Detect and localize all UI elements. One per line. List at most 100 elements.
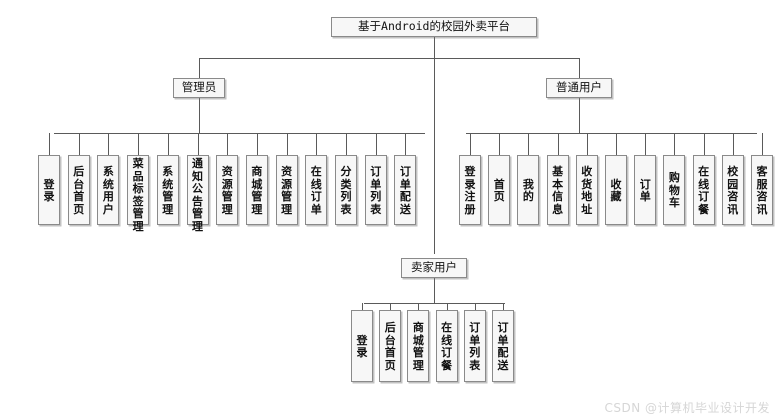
connector-riser (138, 133, 140, 155)
leaf-node-char: 单 (639, 190, 651, 203)
leaf-node-char: 理 (251, 202, 263, 216)
leaf-node-seller-5[interactable]: 订单配送 (492, 310, 514, 382)
leaf-node-char: 后 (73, 165, 85, 178)
role-node-user[interactable]: 普通用户 (546, 78, 612, 98)
leaf-node-char: 服 (756, 177, 768, 191)
leaf-node-admin-11[interactable]: 订单列表 (364, 155, 387, 225)
leaf-node-char: 单 (497, 333, 509, 347)
connector-riser (405, 133, 407, 155)
leaf-node-user-8[interactable]: 在线订餐 (692, 155, 715, 225)
leaf-node-char: 订 (310, 190, 322, 203)
leaf-node-user-7[interactable]: 购物车 (663, 155, 686, 225)
leaf-node-admin-2[interactable]: 系统用户 (97, 155, 120, 225)
leaf-node-admin-1[interactable]: 后台首页 (67, 155, 90, 225)
leaf-node-char: 在 (698, 165, 710, 178)
leaf-node-char: 商 (412, 321, 424, 334)
leaf-node-admin-12[interactable]: 订单配送 (394, 155, 417, 225)
leaf-node-admin-10[interactable]: 分类列表 (335, 155, 357, 225)
leaf-node-char: 签 (132, 194, 144, 208)
leaf-node-admin-7[interactable]: 商城管理 (245, 155, 268, 225)
leaf-node-char: 台 (73, 177, 85, 191)
leaf-node-char: 列 (370, 190, 382, 203)
leaf-node-char: 分 (340, 165, 352, 178)
leaf-node-char: 首 (493, 177, 505, 191)
leaf-node-user-9[interactable]: 校园咨讯 (721, 155, 744, 225)
leaf-node-admin-9[interactable]: 在线订单 (305, 155, 328, 225)
watermark: CSDN @计算机毕业设计开发 (604, 401, 770, 415)
leaf-node-user-3[interactable]: 基本信息 (546, 155, 569, 225)
leaf-node-char: 送 (399, 202, 411, 216)
leaf-node-user-6[interactable]: 订单 (634, 155, 657, 225)
connector-riser (586, 133, 588, 155)
connector-riser (503, 303, 504, 310)
leaf-node-admin-4[interactable]: 系统管理 (156, 155, 179, 225)
leaf-node-user-4[interactable]: 收货地址 (575, 155, 598, 225)
leaf-node-char: 在 (441, 321, 453, 334)
leaf-node-char: 源 (221, 177, 233, 191)
connector-riser (227, 133, 229, 155)
leaf-node-user-10[interactable]: 客服咨讯 (751, 155, 773, 225)
leaf-node-char: 收 (581, 165, 593, 178)
leaf-node-char: 告 (192, 194, 203, 208)
leaf-node-admin-6[interactable]: 资源管理 (216, 155, 239, 225)
leaf-node-char: 咨 (756, 190, 768, 203)
leaf-node-char: 城 (412, 333, 424, 347)
leaf-node-admin-3[interactable]: 菜品标签管理 (127, 155, 150, 232)
root-node[interactable]: 基于Android的校园外卖平台 (331, 17, 537, 37)
leaf-node-admin-0[interactable]: 登录 (38, 155, 60, 225)
leaf-node-char: 本 (552, 177, 564, 191)
connector-riser (197, 133, 199, 155)
leaf-node-char: 配 (399, 190, 411, 203)
connector-seller-bus (364, 303, 505, 304)
connector-riser (418, 303, 420, 310)
leaf-node-char: 统 (102, 177, 114, 191)
leaf-node-char: 录 (356, 346, 368, 359)
leaf-node-char: 客 (756, 165, 768, 178)
leaf-node-char: 址 (581, 202, 593, 216)
connector-admin-bus (54, 133, 425, 134)
leaf-node-seller-2[interactable]: 商城管理 (407, 310, 430, 382)
leaf-node-char: 订 (639, 177, 651, 191)
leaf-node-char: 列 (469, 346, 481, 359)
leaf-node-char: 理 (412, 358, 424, 372)
leaf-node-user-2[interactable]: 我的 (517, 155, 540, 225)
leaf-node-char: 台 (384, 333, 396, 347)
leaf-node-user-1[interactable]: 首页 (488, 155, 511, 225)
leaf-node-seller-3[interactable]: 在线订餐 (435, 310, 458, 382)
connector-riser (446, 303, 448, 310)
leaf-node-char: 货 (581, 177, 593, 191)
leaf-node-char: 录 (43, 190, 55, 203)
leaf-node-char: 系 (162, 165, 174, 178)
leaf-node-seller-4[interactable]: 订单列表 (463, 310, 486, 382)
leaf-node-admin-5[interactable]: 通知公告管理 (186, 155, 209, 232)
leaf-node-char: 餐 (698, 202, 710, 216)
leaf-node-char: 用 (102, 190, 114, 203)
role-node-admin[interactable]: 管理员 (173, 78, 225, 98)
leaf-node-char: 公 (192, 182, 203, 195)
leaf-node-seller-0[interactable]: 登录 (351, 310, 373, 382)
leaf-node-char: 送 (497, 358, 509, 372)
leaf-node-user-5[interactable]: 收藏 (605, 155, 627, 225)
leaf-node-admin-8[interactable]: 资源管理 (275, 155, 298, 225)
leaf-node-seller-1[interactable]: 后台首页 (379, 310, 402, 382)
role-node-seller[interactable]: 卖家用户 (401, 258, 467, 278)
leaf-node-char: 列 (340, 190, 352, 203)
connector-riser (703, 133, 705, 155)
leaf-node-char: 理 (162, 202, 174, 216)
leaf-node-char: 园 (727, 177, 739, 191)
connector-user-drop (579, 58, 580, 78)
leaf-node-char: 藏 (610, 190, 622, 203)
connector-riser (474, 303, 476, 310)
leaf-node-user-0[interactable]: 登录注册 (459, 155, 481, 225)
leaf-node-char: 知 (192, 169, 203, 183)
connector-riser (470, 133, 471, 155)
connector-riser (375, 133, 377, 155)
leaf-node-char: 资 (281, 165, 293, 178)
connector-role-bar (199, 58, 579, 59)
leaf-node-char: 物 (668, 183, 680, 197)
connector-riser (362, 303, 363, 310)
leaf-node-char: 户 (102, 202, 114, 216)
leaf-node-char: 登 (43, 177, 55, 191)
leaf-node-char: 订 (698, 190, 710, 203)
